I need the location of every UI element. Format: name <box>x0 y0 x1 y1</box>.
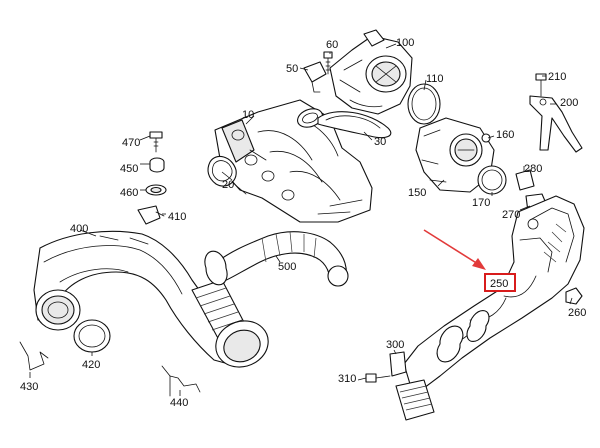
callout-420[interactable]: 420 <box>82 359 100 371</box>
callout-150[interactable]: 150 <box>408 187 426 199</box>
callout-460[interactable]: 460 <box>120 187 138 199</box>
callout-410[interactable]: 410 <box>168 211 186 223</box>
gasket-part-30[interactable] <box>317 111 392 139</box>
callout-430[interactable]: 430 <box>20 381 38 393</box>
highlight-box <box>484 273 516 292</box>
intake-manifold-part-10[interactable] <box>214 99 373 223</box>
callout-260[interactable]: 260 <box>568 307 586 319</box>
bolt-part-310[interactable] <box>365 373 391 383</box>
bolt-part-210[interactable] <box>535 73 547 97</box>
callout-210[interactable]: 210 <box>548 71 566 83</box>
callout-30[interactable]: 30 <box>374 136 386 148</box>
ring-part-420[interactable] <box>73 319 111 353</box>
bolt-part-470[interactable] <box>149 131 163 153</box>
callout-280[interactable]: 280 <box>524 163 542 175</box>
sensor-part-50[interactable] <box>303 61 327 93</box>
callout-200[interactable]: 200 <box>560 97 578 109</box>
callout-250[interactable]: 250 <box>490 278 508 290</box>
callout-20[interactable]: 20 <box>222 179 234 191</box>
callout-60[interactable]: 60 <box>326 39 338 51</box>
callout-50[interactable]: 50 <box>286 63 298 75</box>
callout-160[interactable]: 160 <box>496 129 514 141</box>
callout-400[interactable]: 400 <box>70 223 88 235</box>
charge-air-pipe-part-250[interactable] <box>403 195 585 389</box>
bracket-part-200[interactable] <box>529 95 583 153</box>
callout-300[interactable]: 300 <box>386 339 404 351</box>
highlight-arrow <box>423 229 486 270</box>
sensor-part-280[interactable] <box>515 169 535 191</box>
callout-440[interactable]: 440 <box>170 397 188 409</box>
throttle-housing-part-100[interactable] <box>329 29 413 115</box>
hose-part-500[interactable] <box>204 231 349 287</box>
leader-lines <box>29 43 573 396</box>
callout-10[interactable]: 10 <box>242 109 254 121</box>
o-ring-part-110[interactable] <box>407 83 441 125</box>
wire-bracket-part-430[interactable] <box>19 341 49 371</box>
callout-500[interactable]: 500 <box>278 261 296 273</box>
clamp-part-410[interactable] <box>137 205 165 225</box>
seal-ring-part-170[interactable] <box>477 165 507 195</box>
highlight-callout-250[interactable]: 250 <box>484 273 516 292</box>
air-duct-part-400[interactable] <box>33 230 249 367</box>
callout-170[interactable]: 170 <box>472 197 490 209</box>
wire-bracket-part-440[interactable] <box>161 365 201 397</box>
bracket-part-300[interactable] <box>389 351 407 377</box>
callout-470[interactable]: 470 <box>122 137 140 149</box>
callout-110[interactable]: 110 <box>426 73 444 85</box>
throttle-valve-part-150[interactable] <box>415 117 495 193</box>
nut-part-260[interactable] <box>565 287 583 305</box>
callout-270[interactable]: 270 <box>502 209 520 221</box>
duct-bellows <box>191 279 269 368</box>
grommet-part-450[interactable] <box>149 157 165 173</box>
callout-310[interactable]: 310 <box>338 373 356 385</box>
corrugated-hose-end <box>395 379 435 421</box>
fastener-part-160[interactable] <box>481 133 491 143</box>
callout-100[interactable]: 100 <box>396 37 414 49</box>
gasket-part-20[interactable] <box>207 155 237 187</box>
grommet-part-460[interactable] <box>145 184 167 196</box>
callout-450[interactable]: 450 <box>120 163 138 175</box>
